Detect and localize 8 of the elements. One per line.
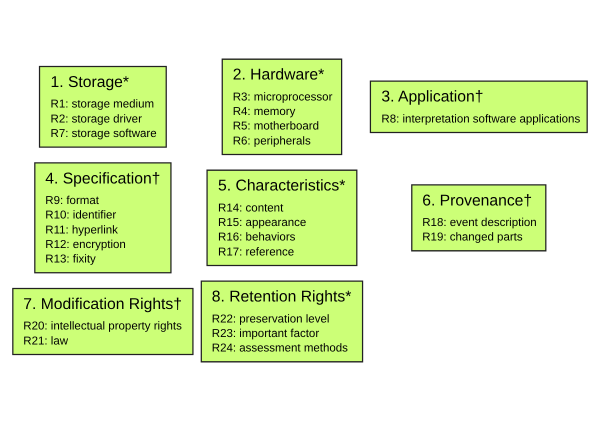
node-box: 3. Application† R8: interpretation software applications: [370, 80, 588, 134]
node-box: 4. Specification† R9: format R10: identifier R11: hyperlink R12: encryption R13: fixity: [34, 162, 172, 274]
node-box: 2. Hardware* R3: microprocessor R4: memory R5: motherboard R6: peripherals: [222, 58, 342, 156]
node-box: 5. Characteristics* R14: content R15: appearance R16: behaviors R17: reference: [206, 170, 358, 266]
node-box: 6. Provenance† R18: event description R19: changed parts: [411, 184, 546, 252]
node-box: 7. Modification Rights† R20: intellectual property rights R21: law: [12, 288, 194, 356]
node-box: 8. Retention Rights* R22: preservation level R23: important factor R24: assessment methods: [200, 280, 364, 362]
node-box: 1. Storage* R1: storage medium R2: storage driver R7: storage software: [38, 66, 167, 148]
